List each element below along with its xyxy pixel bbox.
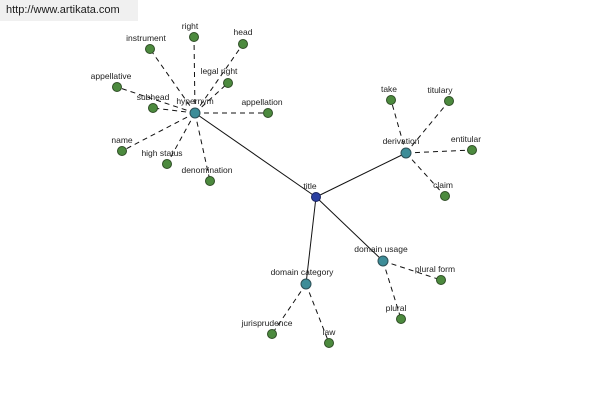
node-label-head[interactable]: head — [234, 27, 253, 37]
node-label-right[interactable]: right — [182, 21, 199, 31]
node-label-domain-category[interactable]: domain category — [271, 267, 335, 277]
edge-hypernym-denomination — [194, 112, 211, 182]
node-label-entitular[interactable]: entitular — [451, 134, 481, 144]
node-label-take[interactable]: take — [381, 84, 397, 94]
node-plural-form[interactable] — [436, 275, 446, 285]
edge-domain_usage-plural — [382, 260, 402, 320]
node-right[interactable] — [189, 32, 199, 42]
node-head[interactable] — [238, 39, 248, 49]
node-label-appellation[interactable]: appellation — [241, 97, 282, 107]
node-jurisprudence[interactable] — [267, 329, 277, 339]
node-high-status[interactable] — [162, 159, 172, 169]
node-entitular[interactable] — [467, 145, 477, 155]
watermark-url: http://www.artikata.com — [0, 0, 138, 21]
node-derivation[interactable] — [400, 147, 412, 159]
node-label-titulary[interactable]: titulary — [427, 85, 453, 95]
edge-title-derivation — [315, 152, 407, 198]
edge-hypernym-name — [121, 112, 196, 152]
node-denomination[interactable] — [205, 176, 215, 186]
node-title[interactable] — [311, 192, 321, 202]
node-claim[interactable] — [440, 191, 450, 201]
node-instrument[interactable] — [145, 44, 155, 54]
edge-hypernym-appellative — [116, 86, 196, 114]
node-domain-usage[interactable] — [377, 255, 389, 267]
node-label-high-status[interactable]: high status — [141, 148, 182, 158]
edge-title-domain_usage — [315, 196, 384, 262]
node-label-plural[interactable]: plural — [386, 303, 407, 313]
edge-hypernym-instrument — [149, 48, 196, 114]
node-label-derivation[interactable]: derivation — [383, 136, 420, 146]
edge-hypernym-right — [193, 36, 196, 114]
node-take[interactable] — [386, 95, 396, 105]
edge-hypernym-legal_right — [194, 82, 229, 114]
node-name[interactable] — [117, 146, 127, 156]
node-label-jurisprudence[interactable]: jurisprudence — [240, 318, 292, 328]
node-legal-right[interactable] — [223, 78, 233, 88]
node-label-instrument[interactable]: instrument — [126, 33, 166, 43]
edge-derivation-entitular — [405, 149, 473, 154]
node-label-claim[interactable]: claim — [433, 180, 453, 190]
node-label-denomination[interactable]: denomination — [181, 165, 232, 175]
edge-hypernym-high_status — [166, 112, 196, 165]
node-label-law[interactable]: law — [323, 327, 337, 337]
node-label-title[interactable]: title — [303, 181, 317, 191]
edge-domain_usage-plural_form — [382, 260, 442, 281]
node-plural[interactable] — [396, 314, 406, 324]
node-titulary[interactable] — [444, 96, 454, 106]
edge-title-domain_category — [305, 196, 317, 285]
node-label-hypernym[interactable]: hypernym — [176, 96, 213, 106]
edge-derivation-take — [390, 99, 407, 154]
node-appellative[interactable] — [112, 82, 122, 92]
edge-hypernym-subhead — [152, 107, 196, 114]
node-domain-category[interactable] — [300, 278, 312, 290]
edge-title-hypernym — [194, 112, 317, 198]
node-label-domain-usage[interactable]: domain usage — [354, 244, 408, 254]
node-label-plural-form[interactable]: plural form — [415, 264, 455, 274]
node-label-legal-right[interactable]: legal right — [201, 66, 238, 76]
node-label-name[interactable]: name — [111, 135, 133, 145]
node-law[interactable] — [324, 338, 334, 348]
node-label-appellative[interactable]: appellative — [91, 71, 132, 81]
node-label-subhead[interactable]: subhead — [137, 92, 170, 102]
edge-derivation-titulary — [405, 100, 450, 154]
node-subhead[interactable] — [148, 103, 158, 113]
edge-domain_category-law — [305, 283, 330, 344]
edge-domain_category-jurisprudence — [271, 283, 307, 335]
edge-derivation-claim — [405, 152, 446, 197]
labels-layer: title hypernym derivation domain category do… — [91, 21, 482, 337]
nodes-layer — [112, 32, 477, 348]
edges-layer — [116, 36, 473, 344]
node-appellation[interactable] — [263, 108, 273, 118]
node-hypernym[interactable] — [189, 107, 201, 119]
